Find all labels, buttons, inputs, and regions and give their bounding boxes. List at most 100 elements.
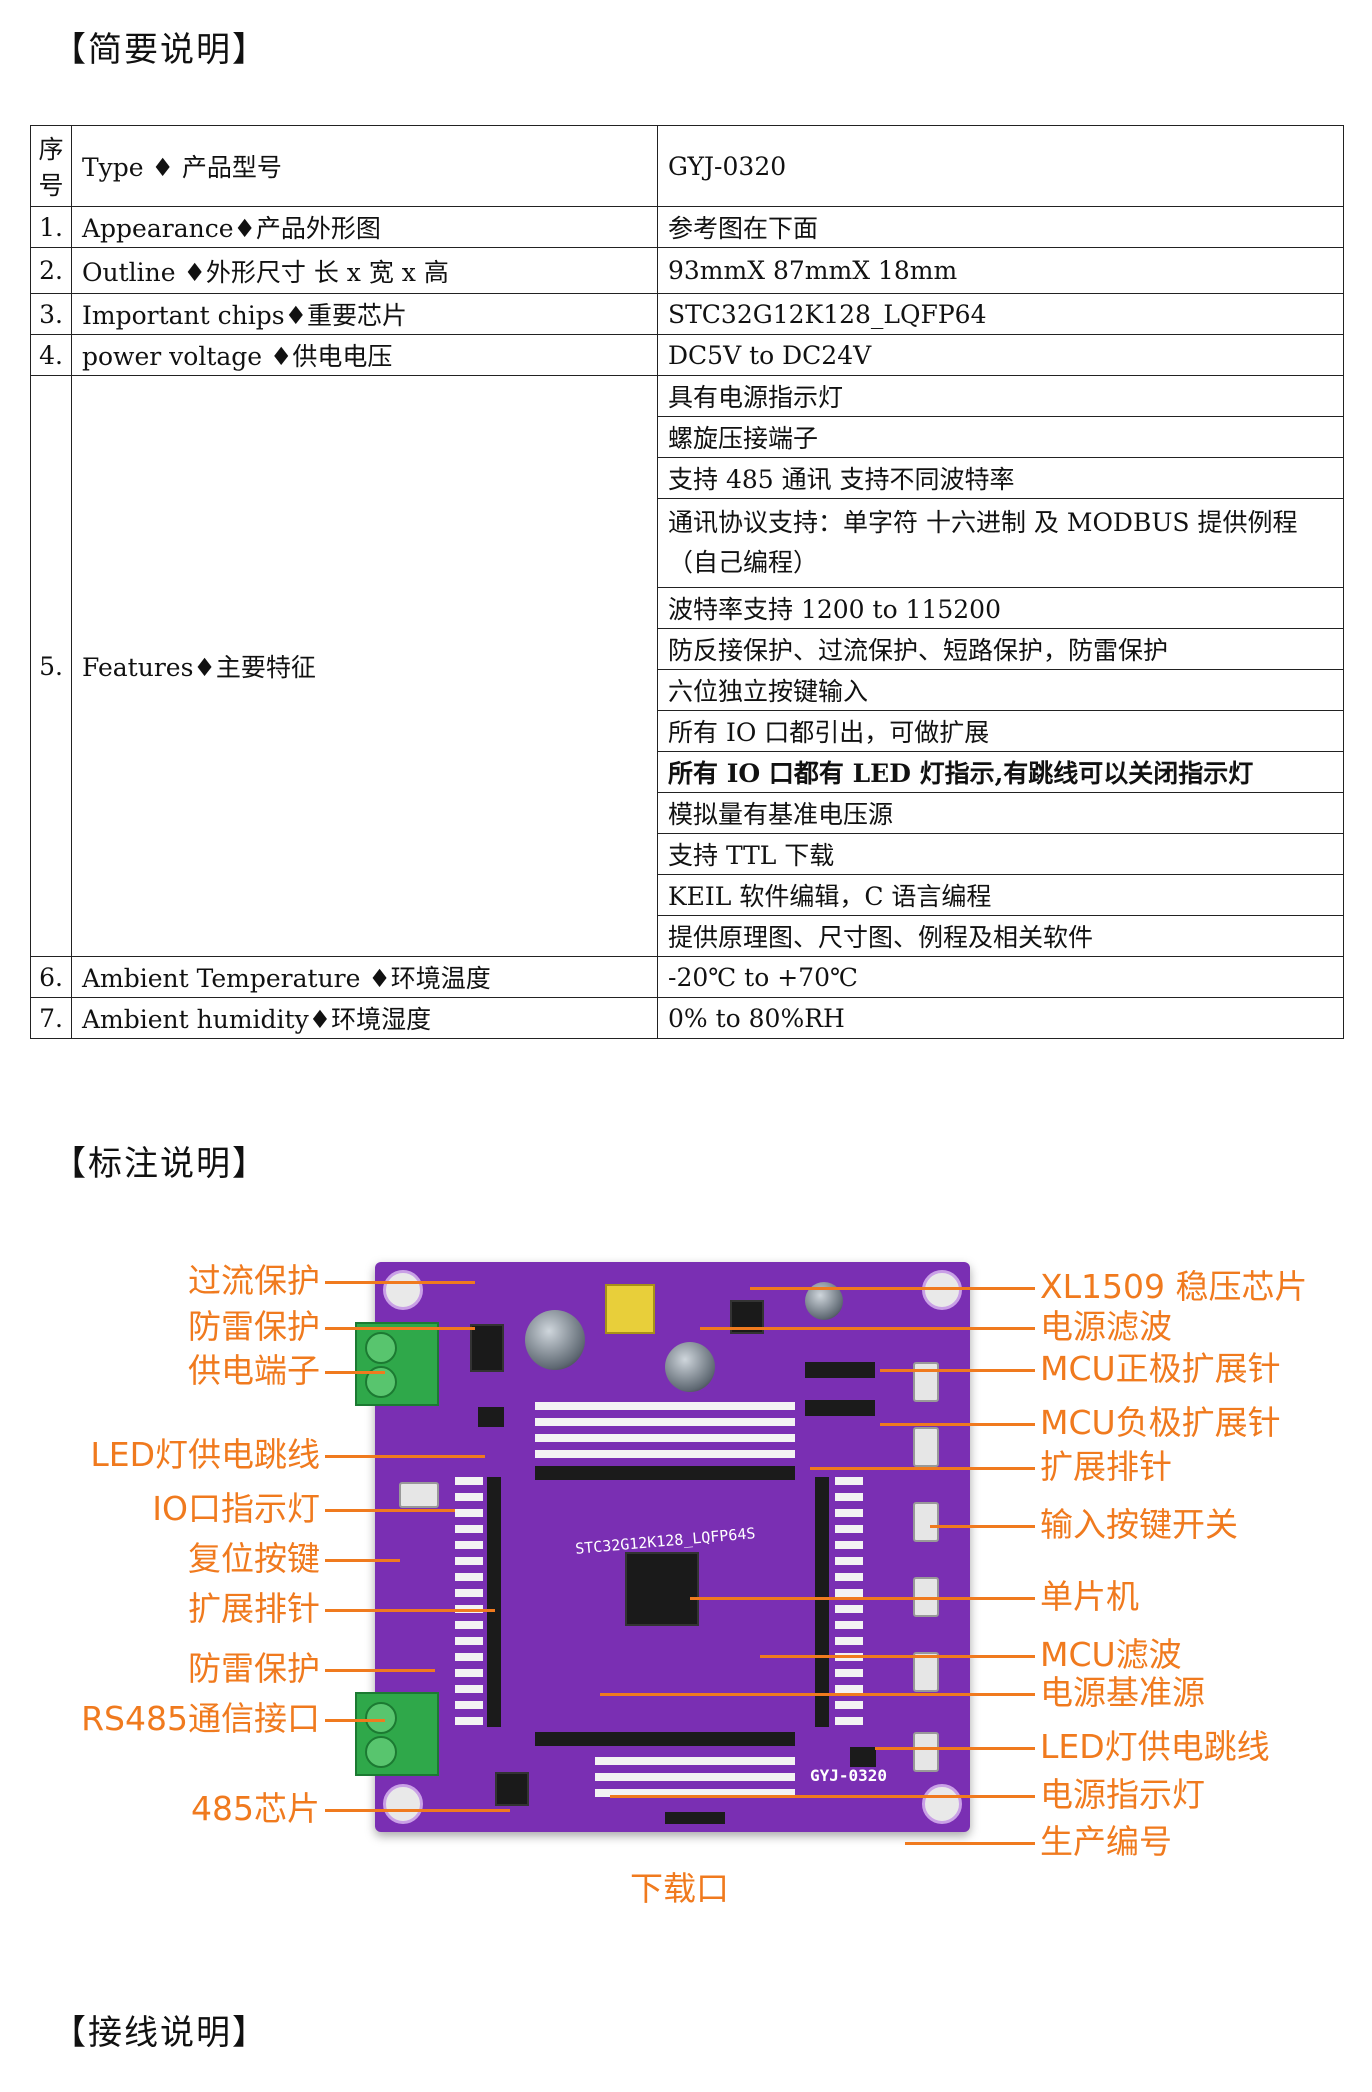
row-value: 参考图在下面: [657, 206, 1344, 248]
label-input-buttons: 输入按键开关: [1040, 1505, 1238, 1544]
label-mcu: 单片机: [1040, 1577, 1139, 1616]
leader-line: [325, 1809, 510, 1812]
table-row: 所有 IO 口都引出，可做扩展: [31, 710, 1344, 752]
row-name: Outline ♦外形尺寸 长 x 宽 x 高: [71, 247, 658, 294]
led-array: [455, 1477, 483, 1727]
row-value: DC5V to DC24V: [657, 334, 1344, 376]
board-serial-number: GYJ-0320: [810, 1766, 888, 1785]
table-row: 六位独立按键输入: [31, 669, 1344, 711]
table-row: 模拟量有基准电压源: [31, 792, 1344, 834]
leader-line: [600, 1693, 1035, 1696]
rs485-terminal: [355, 1692, 439, 1776]
pin-header: [535, 1466, 795, 1480]
table-row: KEIL 软件编辑，C 语言编程: [31, 874, 1344, 916]
leader-line: [325, 1609, 495, 1612]
table-row: 支持 485 通讯 支持不同波特率: [31, 457, 1344, 499]
label-led-jumper: LED灯供电跳线: [90, 1435, 320, 1474]
table-row: 波特率支持 1200 to 115200: [31, 587, 1344, 629]
power-terminal: [355, 1322, 439, 1406]
row-no: 2.: [30, 247, 72, 294]
label-lightning-protection-2: 防雷保护: [188, 1649, 320, 1688]
spec-table: 序号 Type ♦ 产品型号 GYJ-0320 1. Appearance♦产品…: [30, 125, 1344, 1039]
label-power-indicator: 电源指示灯: [1040, 1775, 1205, 1814]
screw-icon: [365, 1702, 397, 1734]
section-title-wiring: 【接线说明】: [52, 2013, 268, 2053]
table-row: 提供原理图、尺寸图、例程及相关软件: [31, 915, 1344, 957]
row-value: GYJ-0320: [657, 125, 1344, 207]
label-expansion-header-right: 扩展排针: [1040, 1447, 1172, 1486]
row-no: 3.: [30, 293, 72, 335]
pcb-board: STC32G12K128_LQFP64S GYJ-0320: [355, 1262, 970, 1832]
section-title-summary: 【简要说明】: [52, 30, 268, 70]
leader-line: [760, 1655, 1035, 1658]
label-overcurrent-protection: 过流保护: [188, 1261, 320, 1300]
label-led-jumper-right: LED灯供电跳线: [1040, 1727, 1270, 1766]
led-array: [595, 1757, 795, 1797]
row-name: Important chips♦重要芯片: [71, 293, 658, 335]
label-download-port: 下载口: [630, 1869, 729, 1908]
row-value: STC32G12K128_LQFP64: [657, 293, 1344, 335]
screw-icon: [365, 1736, 397, 1768]
table-row: 所有 IO 口都有 LED 灯指示,有跳线可以关闭指示灯: [31, 751, 1344, 793]
pin-header: [487, 1477, 501, 1727]
label-voltage-reference: 电源基准源: [1040, 1673, 1205, 1712]
row-no: 6.: [30, 956, 72, 998]
label-serial-number: 生产编号: [1040, 1822, 1172, 1861]
mount-hole: [922, 1270, 962, 1310]
screw-icon: [365, 1332, 397, 1364]
leader-line: [690, 1597, 1035, 1600]
rs485-chip: [495, 1772, 529, 1806]
label-power-filter: 电源滤波: [1040, 1307, 1172, 1346]
label-rs485-port: RS485通信接口: [81, 1699, 320, 1738]
leader-line: [325, 1669, 435, 1672]
table-row: 3. Important chips♦重要芯片 STC32G12K128_LQF…: [30, 293, 1344, 335]
row-name: Ambient Temperature ♦环境温度: [71, 956, 658, 998]
board-figure: STC32G12K128_LQFP64S GYJ-0320 过流保护 防雷保护 …: [0, 1240, 1372, 1920]
pin-header: [805, 1400, 875, 1416]
label-485-chip: 485芯片: [191, 1789, 320, 1828]
table-row: 1. Appearance♦产品外形图 参考图在下面: [30, 206, 1344, 248]
capacitor: [525, 1310, 585, 1370]
table-row: 螺旋压接端子: [31, 416, 1344, 458]
row-name: power voltage ♦供电电压: [71, 334, 658, 376]
pin-header: [805, 1362, 875, 1378]
row-name: Ambient humidity♦环境湿度: [71, 997, 658, 1039]
row-no: 1.: [30, 206, 72, 248]
feature-item: KEIL 软件编辑，C 语言编程: [657, 874, 1344, 916]
row-name: Type ♦ 产品型号: [71, 125, 658, 207]
input-button[interactable]: [913, 1427, 939, 1467]
leader-line: [810, 1467, 1035, 1470]
feature-item: 六位独立按键输入: [657, 669, 1344, 711]
feature-item: 模拟量有基准电压源: [657, 792, 1344, 834]
feature-item: 支持 485 通讯 支持不同波特率: [657, 457, 1344, 499]
feature-item: 螺旋压接端子: [657, 416, 1344, 458]
jumper: [478, 1407, 504, 1427]
leader-line: [610, 1795, 1035, 1798]
label-expansion-header: 扩展排针: [188, 1589, 320, 1628]
jumper: [850, 1747, 876, 1767]
feature-item: 具有电源指示灯: [657, 375, 1344, 417]
feature-item: 支持 TTL 下载: [657, 833, 1344, 875]
input-button[interactable]: [913, 1502, 939, 1542]
reset-button[interactable]: [399, 1482, 439, 1508]
leader-line: [325, 1327, 475, 1330]
row-value: 93mmX 87mmX 18mm: [657, 247, 1344, 294]
mcu-chip: [625, 1552, 699, 1626]
feature-item: 所有 IO 口都引出，可做扩展: [657, 710, 1344, 752]
leader-line: [325, 1455, 485, 1458]
table-row: 6. Ambient Temperature ♦环境温度 -20℃ to +70…: [30, 956, 1344, 998]
row-value: -20℃ to +70℃: [657, 956, 1344, 998]
row-name: Appearance♦产品外形图: [71, 206, 658, 248]
feature-item: 波特率支持 1200 to 115200: [657, 587, 1344, 629]
label-lightning-protection: 防雷保护: [188, 1307, 320, 1346]
feature-item: 通讯协议支持：单字符 十六进制 及 MODBUS 提供例程 （自己编程）: [657, 498, 1344, 588]
pin-header: [535, 1732, 795, 1746]
label-xl1509-regulator: XL1509 稳压芯片: [1040, 1267, 1308, 1306]
input-button[interactable]: [913, 1362, 939, 1402]
row-no: 4.: [30, 334, 72, 376]
download-header: [665, 1812, 725, 1824]
input-button[interactable]: [913, 1652, 939, 1692]
input-button[interactable]: [913, 1732, 939, 1772]
leader-line: [325, 1509, 455, 1512]
row-name: Features♦主要特征: [71, 375, 658, 957]
